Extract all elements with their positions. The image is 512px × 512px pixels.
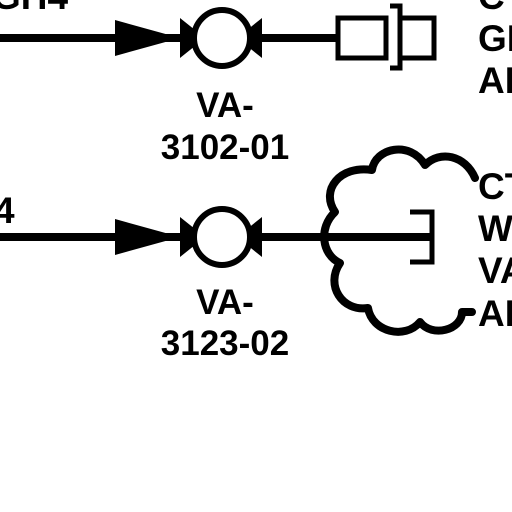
- row1-valve-tag-line1: VA-: [196, 86, 254, 125]
- row2-right-text-4: AF: [478, 293, 512, 334]
- row2-flow-arrow-icon: [115, 219, 180, 255]
- row2-right-text-3: VA: [478, 250, 512, 291]
- row1-valve-tag-line2: 3102-01: [160, 128, 290, 167]
- row2-valve-tag-line1: VA-: [196, 283, 254, 322]
- row1-pipe-label: GH4: [0, 0, 68, 15]
- row2-valve-tag-line2: 3123-02: [160, 324, 290, 363]
- row2-pipe-label: 4: [0, 190, 15, 231]
- row2-right-text-2: W: [478, 208, 512, 249]
- row1-pipe-cap-icon: [335, 3, 437, 71]
- row2-right-text-1: CT: [478, 166, 512, 207]
- row2-valve-icon: [180, 206, 262, 268]
- row2-bracket-icon: [410, 209, 435, 265]
- row1-flow-arrow-icon: [115, 20, 180, 56]
- row1-valve-icon: [180, 7, 262, 69]
- row2-cloud-boundary-icon: [320, 145, 479, 336]
- row1-right-text-3: AF: [478, 60, 512, 101]
- row1-right-text-1: C: [478, 0, 505, 15]
- row1-right-text-2: GE: [478, 18, 512, 59]
